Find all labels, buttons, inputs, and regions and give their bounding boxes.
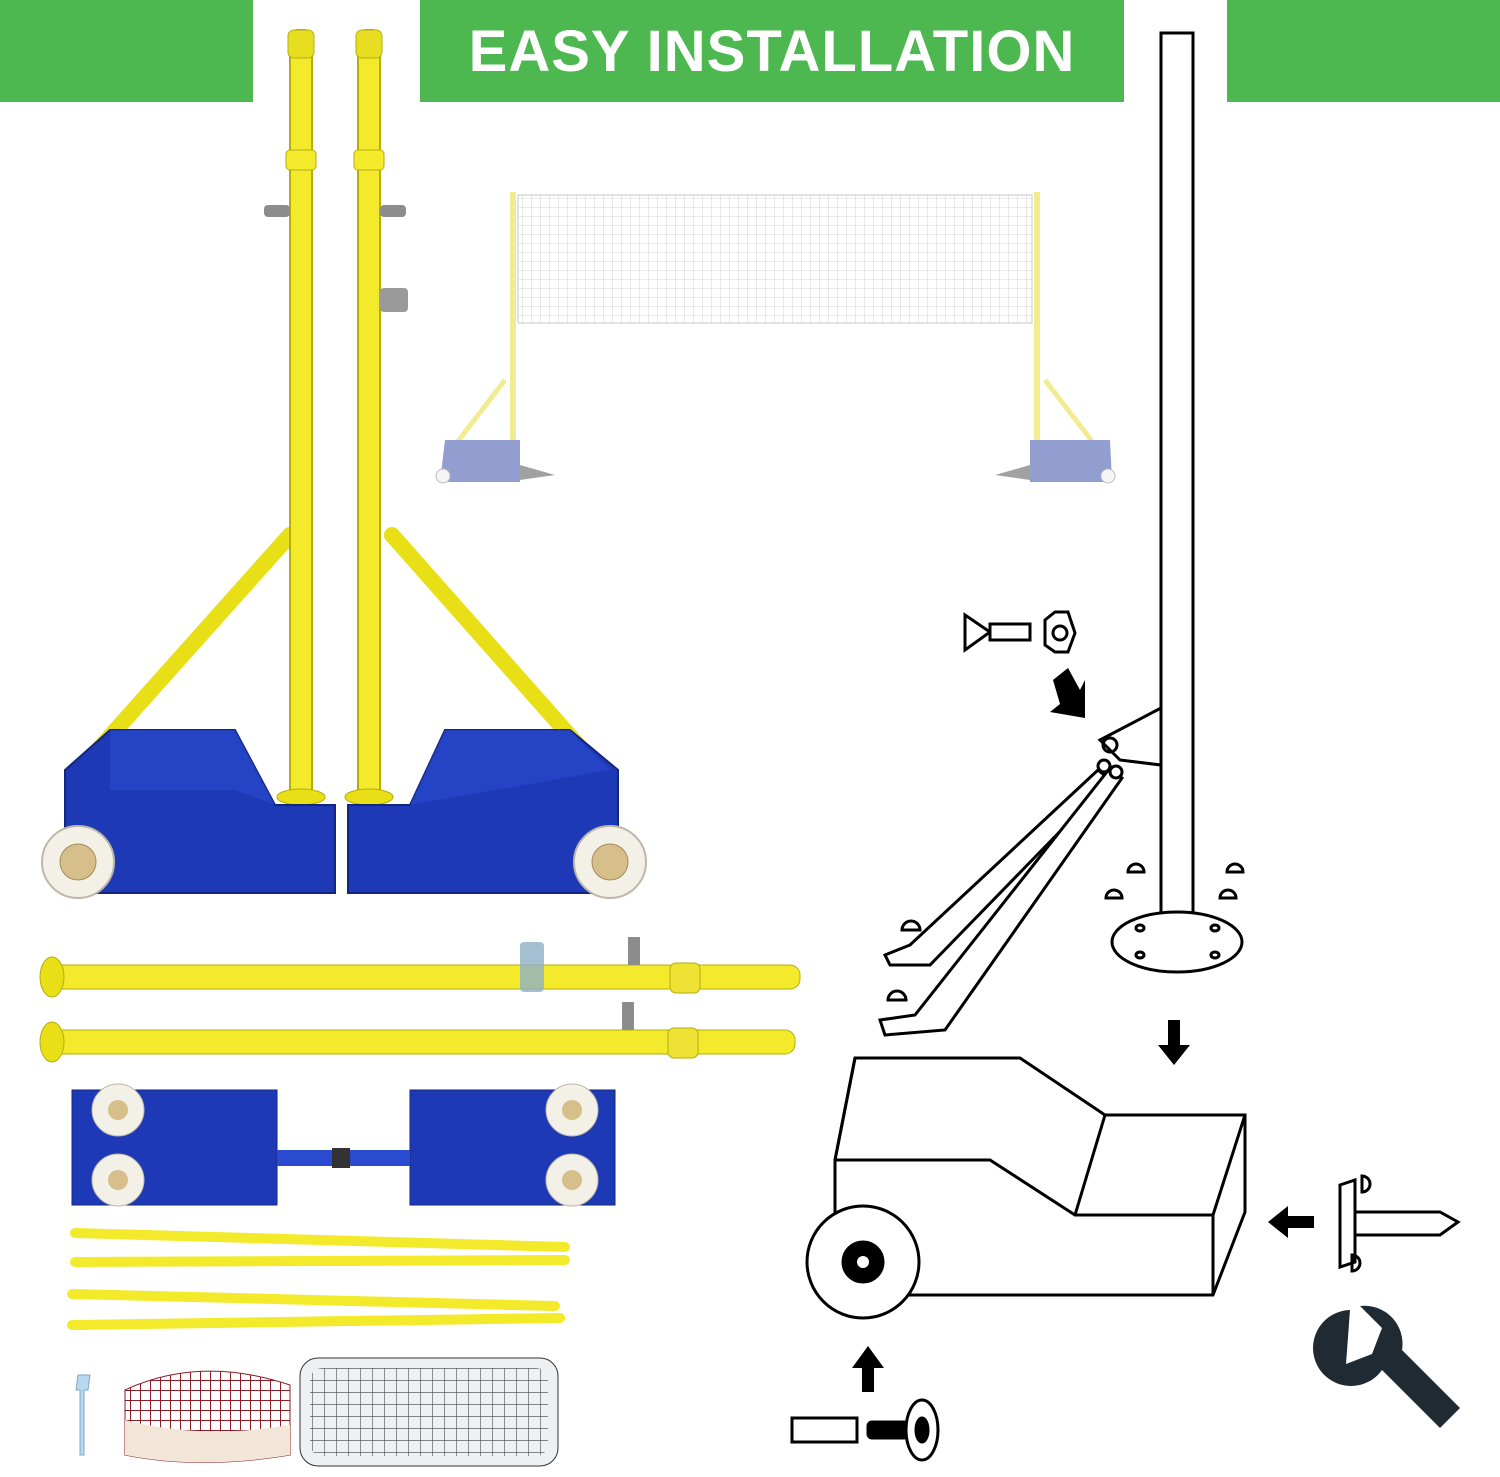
wrench-part	[75, 1374, 91, 1456]
plate-bolt-2	[1225, 862, 1245, 874]
net-crank-part	[520, 942, 544, 992]
diagram-pole-plate	[1110, 910, 1244, 974]
preview-right-foot	[995, 465, 1030, 480]
preview-right-wheel	[1100, 468, 1116, 484]
pole-section-upper-joint	[669, 962, 701, 994]
preview-right-strut	[1043, 378, 1097, 447]
preview-net	[517, 194, 1033, 324]
washer-hole	[914, 1416, 930, 1444]
plate-hole-4	[1209, 950, 1221, 960]
pole-section-lower-flange	[39, 1021, 65, 1063]
bracket-pin	[1101, 736, 1119, 754]
plate-bolt-3	[1104, 888, 1124, 900]
net-stand-preview	[435, 192, 1116, 484]
plate-bolt-4	[1218, 888, 1238, 900]
base-wheel-hub-4	[562, 1170, 582, 1190]
tension-knob-part-2	[622, 1002, 634, 1030]
right-wheel-hub	[591, 843, 629, 881]
diagram-strut-2	[878, 765, 1125, 1037]
preview-right-base	[1030, 440, 1112, 482]
diagram-base-edge-2	[1073, 1114, 1107, 1216]
hex-nut-icon	[1043, 610, 1077, 654]
parts-layout	[39, 937, 801, 1467]
right-pole-cap	[355, 29, 383, 59]
diagram-base-edge-3	[1211, 1114, 1247, 1295]
base-wheel-hub-2	[108, 1170, 128, 1190]
right-pole-joint	[353, 149, 385, 171]
arrow-icon-wheel-up	[852, 1346, 884, 1392]
left-pole	[289, 29, 313, 801]
right-tension-knob	[380, 205, 406, 217]
strut-bolt-2	[886, 989, 908, 1002]
plate-bolt-1	[1126, 862, 1146, 874]
pole-section-upper-flange	[39, 956, 65, 998]
left-pole-joint	[285, 149, 317, 171]
base-wheel-hub-3	[562, 1100, 582, 1120]
t-bar-bolt-2	[1350, 1253, 1362, 1273]
t-bar-bolt-1	[1360, 1174, 1372, 1194]
storage-bag-contents	[310, 1368, 548, 1456]
right-pole	[357, 29, 381, 801]
diagram-pole	[1159, 31, 1195, 933]
preview-left-strut	[453, 378, 507, 447]
net-crank	[380, 288, 408, 312]
axle-spacer	[866, 1420, 910, 1440]
strut-end-1	[1096, 758, 1112, 774]
tension-knob-part	[628, 937, 640, 965]
page-title: EASY INSTALLATION	[468, 18, 1076, 84]
strut-bolt-1	[900, 919, 922, 932]
diagram-wheel-axle	[857, 1256, 869, 1268]
butterfly-bolt-shank	[988, 622, 1032, 642]
t-bar-pin-icon	[1338, 1177, 1357, 1270]
base-wheel-hub-1	[108, 1100, 128, 1120]
left-pole-cap	[287, 29, 315, 59]
support-rod-1	[70, 1228, 570, 1252]
hex-nut-hole	[1051, 624, 1069, 642]
preview-left-pole	[510, 192, 516, 462]
assembly-diagram	[790, 31, 1461, 1462]
butterfly-bolt-icon	[963, 612, 993, 653]
plate-hole-2	[1209, 923, 1221, 933]
strut-end-2	[1108, 764, 1124, 780]
right-pole-flange	[344, 788, 394, 806]
diagram-base	[833, 1056, 1247, 1297]
support-rod-3	[67, 1289, 560, 1311]
plate-hole-1	[1134, 923, 1146, 933]
diagram-base-edge	[835, 1158, 1213, 1217]
left-wheel-hub	[59, 843, 97, 881]
banner-left-bar	[0, 0, 253, 102]
net-band	[125, 1420, 290, 1463]
support-rod-2	[70, 1255, 570, 1267]
strap-buckle	[332, 1148, 350, 1168]
wrench-icon	[1313, 1305, 1460, 1428]
t-bar-pin-shaft	[1353, 1210, 1461, 1237]
right-base-top	[410, 730, 610, 805]
title-banner: EASY INSTALLATION	[420, 0, 1124, 102]
support-rod-4	[67, 1313, 565, 1330]
preview-left-wheel	[435, 468, 451, 484]
diagram-base-edge-4	[833, 1057, 857, 1161]
left-base-top	[110, 730, 275, 805]
preview-left-base	[440, 440, 520, 482]
preview-right-pole	[1034, 192, 1040, 462]
left-tension-knob	[264, 205, 290, 217]
strut-bracket	[1097, 705, 1163, 767]
left-pole-flange	[276, 788, 326, 806]
arrow-icon-bracket	[1050, 668, 1085, 718]
preview-left-foot	[520, 465, 555, 480]
assembled-badminton-stand	[41, 29, 647, 899]
arrow-icon-pole-down	[1158, 1020, 1190, 1065]
bolt-icon	[790, 1416, 859, 1444]
arrow-icon-side	[1268, 1206, 1314, 1238]
pole-section-lower-joint	[667, 1027, 699, 1059]
banner-right-bar	[1227, 0, 1500, 102]
plate-hole-3	[1134, 950, 1146, 960]
